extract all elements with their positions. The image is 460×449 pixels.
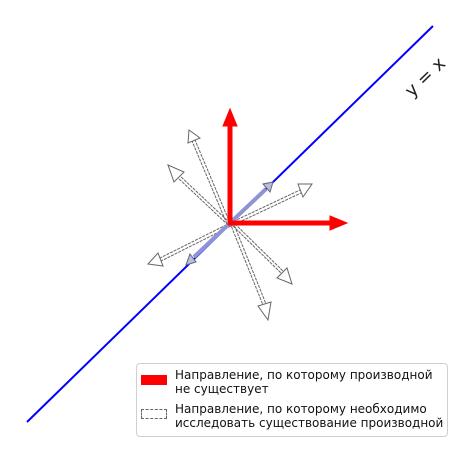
diagonal-arrowhead-upright (262, 181, 274, 194)
arrowhead-downright-shallow (276, 267, 293, 285)
arrowhead-downleft-shallow (146, 252, 164, 267)
direction-arrow-upleft-steep-shaft (194, 139, 231, 224)
red-arrowhead-up (222, 107, 238, 127)
red-arrowhead-right (329, 215, 349, 231)
diagonal-arrow-downleft-shaft (192, 221, 232, 259)
diagonal-arrowhead-downleft (185, 252, 197, 266)
direction-arrow-downright-shallow-shaft (229, 222, 283, 275)
legend-label-solid: Направление, по которому производной не … (175, 368, 433, 396)
direction-arrow-downleft-shallow-shaft (159, 222, 231, 259)
direction-arrow-downright-steep-shaft (229, 222, 264, 306)
legend-swatch-solid-red (141, 375, 167, 385)
arrowhead-upleft-steep (187, 129, 202, 144)
legend-label-dashed: Направление, по которому необходимо иссл… (175, 402, 444, 430)
legend: Направление, по которому производной не … (136, 363, 448, 437)
direction-arrow-upleft-shallow-shaft (178, 174, 231, 224)
legend-item-solid: Направление, по которому производной не … (137, 368, 447, 396)
legend-swatch-dashed (141, 409, 167, 419)
arrowhead-upright-shallow (297, 183, 313, 199)
arrowhead-downright-steep (257, 301, 272, 322)
legend-item-dashed: Направление, по которому необходимо иссл… (137, 402, 447, 430)
direction-arrow-upright-shallow-shaft (229, 189, 301, 224)
line-label: y = x (401, 53, 450, 102)
diagonal-arrow-upright-shaft (228, 187, 268, 225)
arrowhead-upleft-shallow (167, 164, 185, 183)
